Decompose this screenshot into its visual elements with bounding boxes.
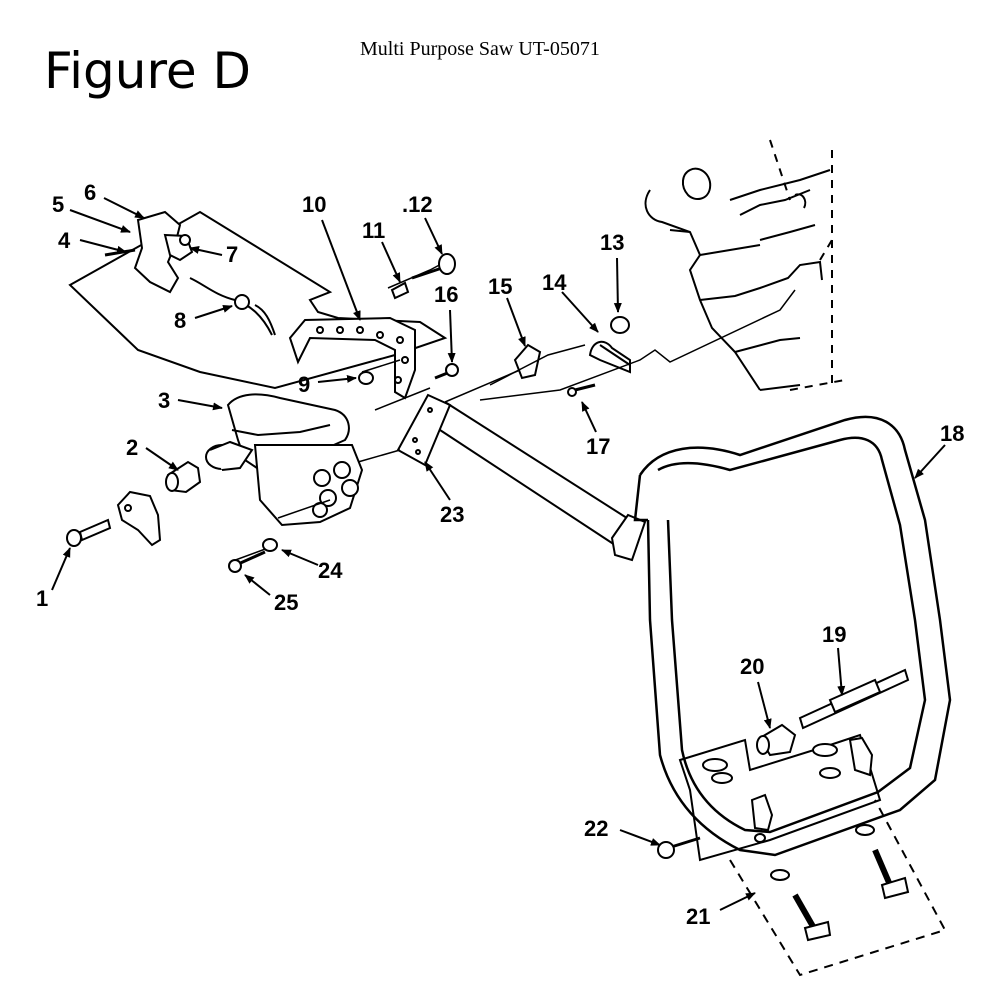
document-title: Multi Purpose Saw UT-05071 <box>360 38 600 60</box>
callout-4: 4 <box>58 228 71 253</box>
callout-25: 25 <box>274 590 298 615</box>
lower-fasteners <box>657 736 910 942</box>
callout-14: 14 <box>542 270 567 295</box>
small-fasteners <box>228 253 459 573</box>
spring-assembly <box>513 316 631 397</box>
callout-23: 23 <box>440 502 464 527</box>
callout-1: 1 <box>36 586 48 611</box>
callout-18: 18 <box>940 421 964 446</box>
callout-15: 15 <box>488 274 512 299</box>
callout-2: 2 <box>126 435 138 460</box>
callout-21: 21 <box>686 904 710 929</box>
callout-12: .12 <box>402 192 433 217</box>
callout-13: 13 <box>600 230 624 255</box>
callout-17: 17 <box>586 434 610 459</box>
rear-handle <box>205 393 364 527</box>
control-bracket-parts <box>104 210 276 336</box>
mount-plate <box>396 393 452 467</box>
lock-knob-and-rod <box>756 668 910 757</box>
callout-22: 22 <box>584 816 608 841</box>
shaft-and-arm <box>439 401 647 562</box>
callout-6: 6 <box>84 180 96 205</box>
switch-housing <box>288 316 416 400</box>
callout-19: 19 <box>822 622 846 647</box>
saw-body-outline <box>644 167 831 391</box>
knob-and-bracket <box>66 460 202 547</box>
control-bracket-panel <box>68 210 448 390</box>
figure-label: Figure D <box>44 42 252 100</box>
lower-bracket-dashed <box>729 799 947 977</box>
callout-8: 8 <box>174 308 186 333</box>
callout-5: 5 <box>52 192 64 217</box>
guard-tube <box>633 415 952 857</box>
callout-labels: 1 2 3 4 5 6 7 8 9 10 11 .12 13 14 15 16 … <box>36 180 964 929</box>
callout-3: 3 <box>158 388 170 413</box>
callout-20: 20 <box>740 654 764 679</box>
callout-11: 11 <box>362 218 385 243</box>
saw-body-dashed-edges <box>769 139 846 391</box>
assembly-axis-lines <box>229 261 796 563</box>
callout-24: 24 <box>318 558 343 583</box>
callout-16: 16 <box>434 282 458 307</box>
callout-7: 7 <box>226 242 238 267</box>
leader-arrows <box>51 197 946 911</box>
callout-10: 10 <box>302 192 326 217</box>
callout-9: 9 <box>298 372 310 397</box>
